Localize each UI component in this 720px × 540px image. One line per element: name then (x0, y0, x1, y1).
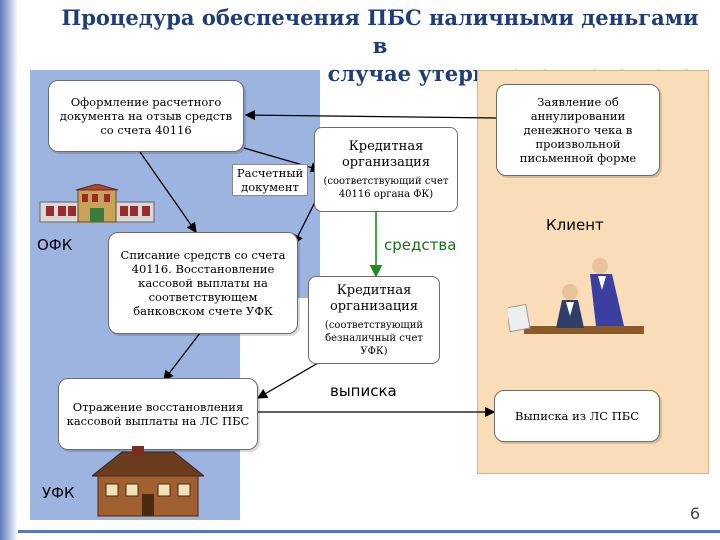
box-statement: Заявление об аннулировании денежного чек… (496, 84, 660, 176)
credit-org-top-subtitle: (соответствующий счет 40116 органа ФК) (323, 175, 449, 200)
box-reflect: Отражение восстановления кассовой выплат… (58, 378, 258, 450)
credit-org-bottom-title: Кредитная организация (329, 282, 419, 314)
box-request-document: Оформление расчетного документа на отзыв… (48, 80, 244, 152)
payment-doc-label-text: Расчетный документ (236, 166, 304, 194)
ofk-label: ОФК (37, 236, 73, 254)
left-decor-bar (0, 0, 18, 540)
box-client-extract-text: Выписка из ЛС ПБС (515, 409, 639, 423)
client-label: Клиент (546, 216, 604, 234)
arrow-request-to-writeoff (139, 151, 197, 234)
box-writeoff: Списание средств со счета 40116. Восстан… (108, 232, 298, 334)
box-reflect-text: Отражение восстановления кассовой выплат… (66, 400, 250, 428)
arrow-statement-to-request (244, 109, 497, 121)
title-line-1: Процедура обеспечения ПБС наличными день… (61, 5, 699, 58)
credit-org-bottom-subtitle: (соответствующий безналичный счет УФК) (324, 319, 424, 357)
extract-label: выписка (330, 382, 397, 400)
page-number: 6 (689, 504, 700, 523)
box-request-document-text: Оформление расчетного документа на отзыв… (59, 95, 233, 137)
bottom-decor-bar (18, 530, 720, 533)
ufk-house-icon (92, 446, 204, 517)
box-client-extract: Выписка из ЛС ПБС (494, 390, 660, 442)
ofk-building-icon (39, 184, 155, 223)
credit-org-top-title: Кредитная организация (341, 138, 431, 170)
payment-doc-label: Расчетный документ (232, 164, 308, 196)
ufk-label: УФК (42, 484, 75, 502)
arrow-writeoff-to-reflect (163, 332, 201, 382)
box-writeoff-text: Списание средств со счета 40116. Восстан… (120, 248, 286, 318)
funds-label: средства (384, 236, 457, 254)
credit-org-top: Кредитная организация (соответствующий с… (314, 127, 458, 212)
credit-org-bottom: Кредитная организация (соответствующий б… (308, 276, 440, 364)
people-at-desk-icon (508, 258, 644, 334)
box-statement-text: Заявление об аннулировании денежного чек… (519, 95, 637, 165)
